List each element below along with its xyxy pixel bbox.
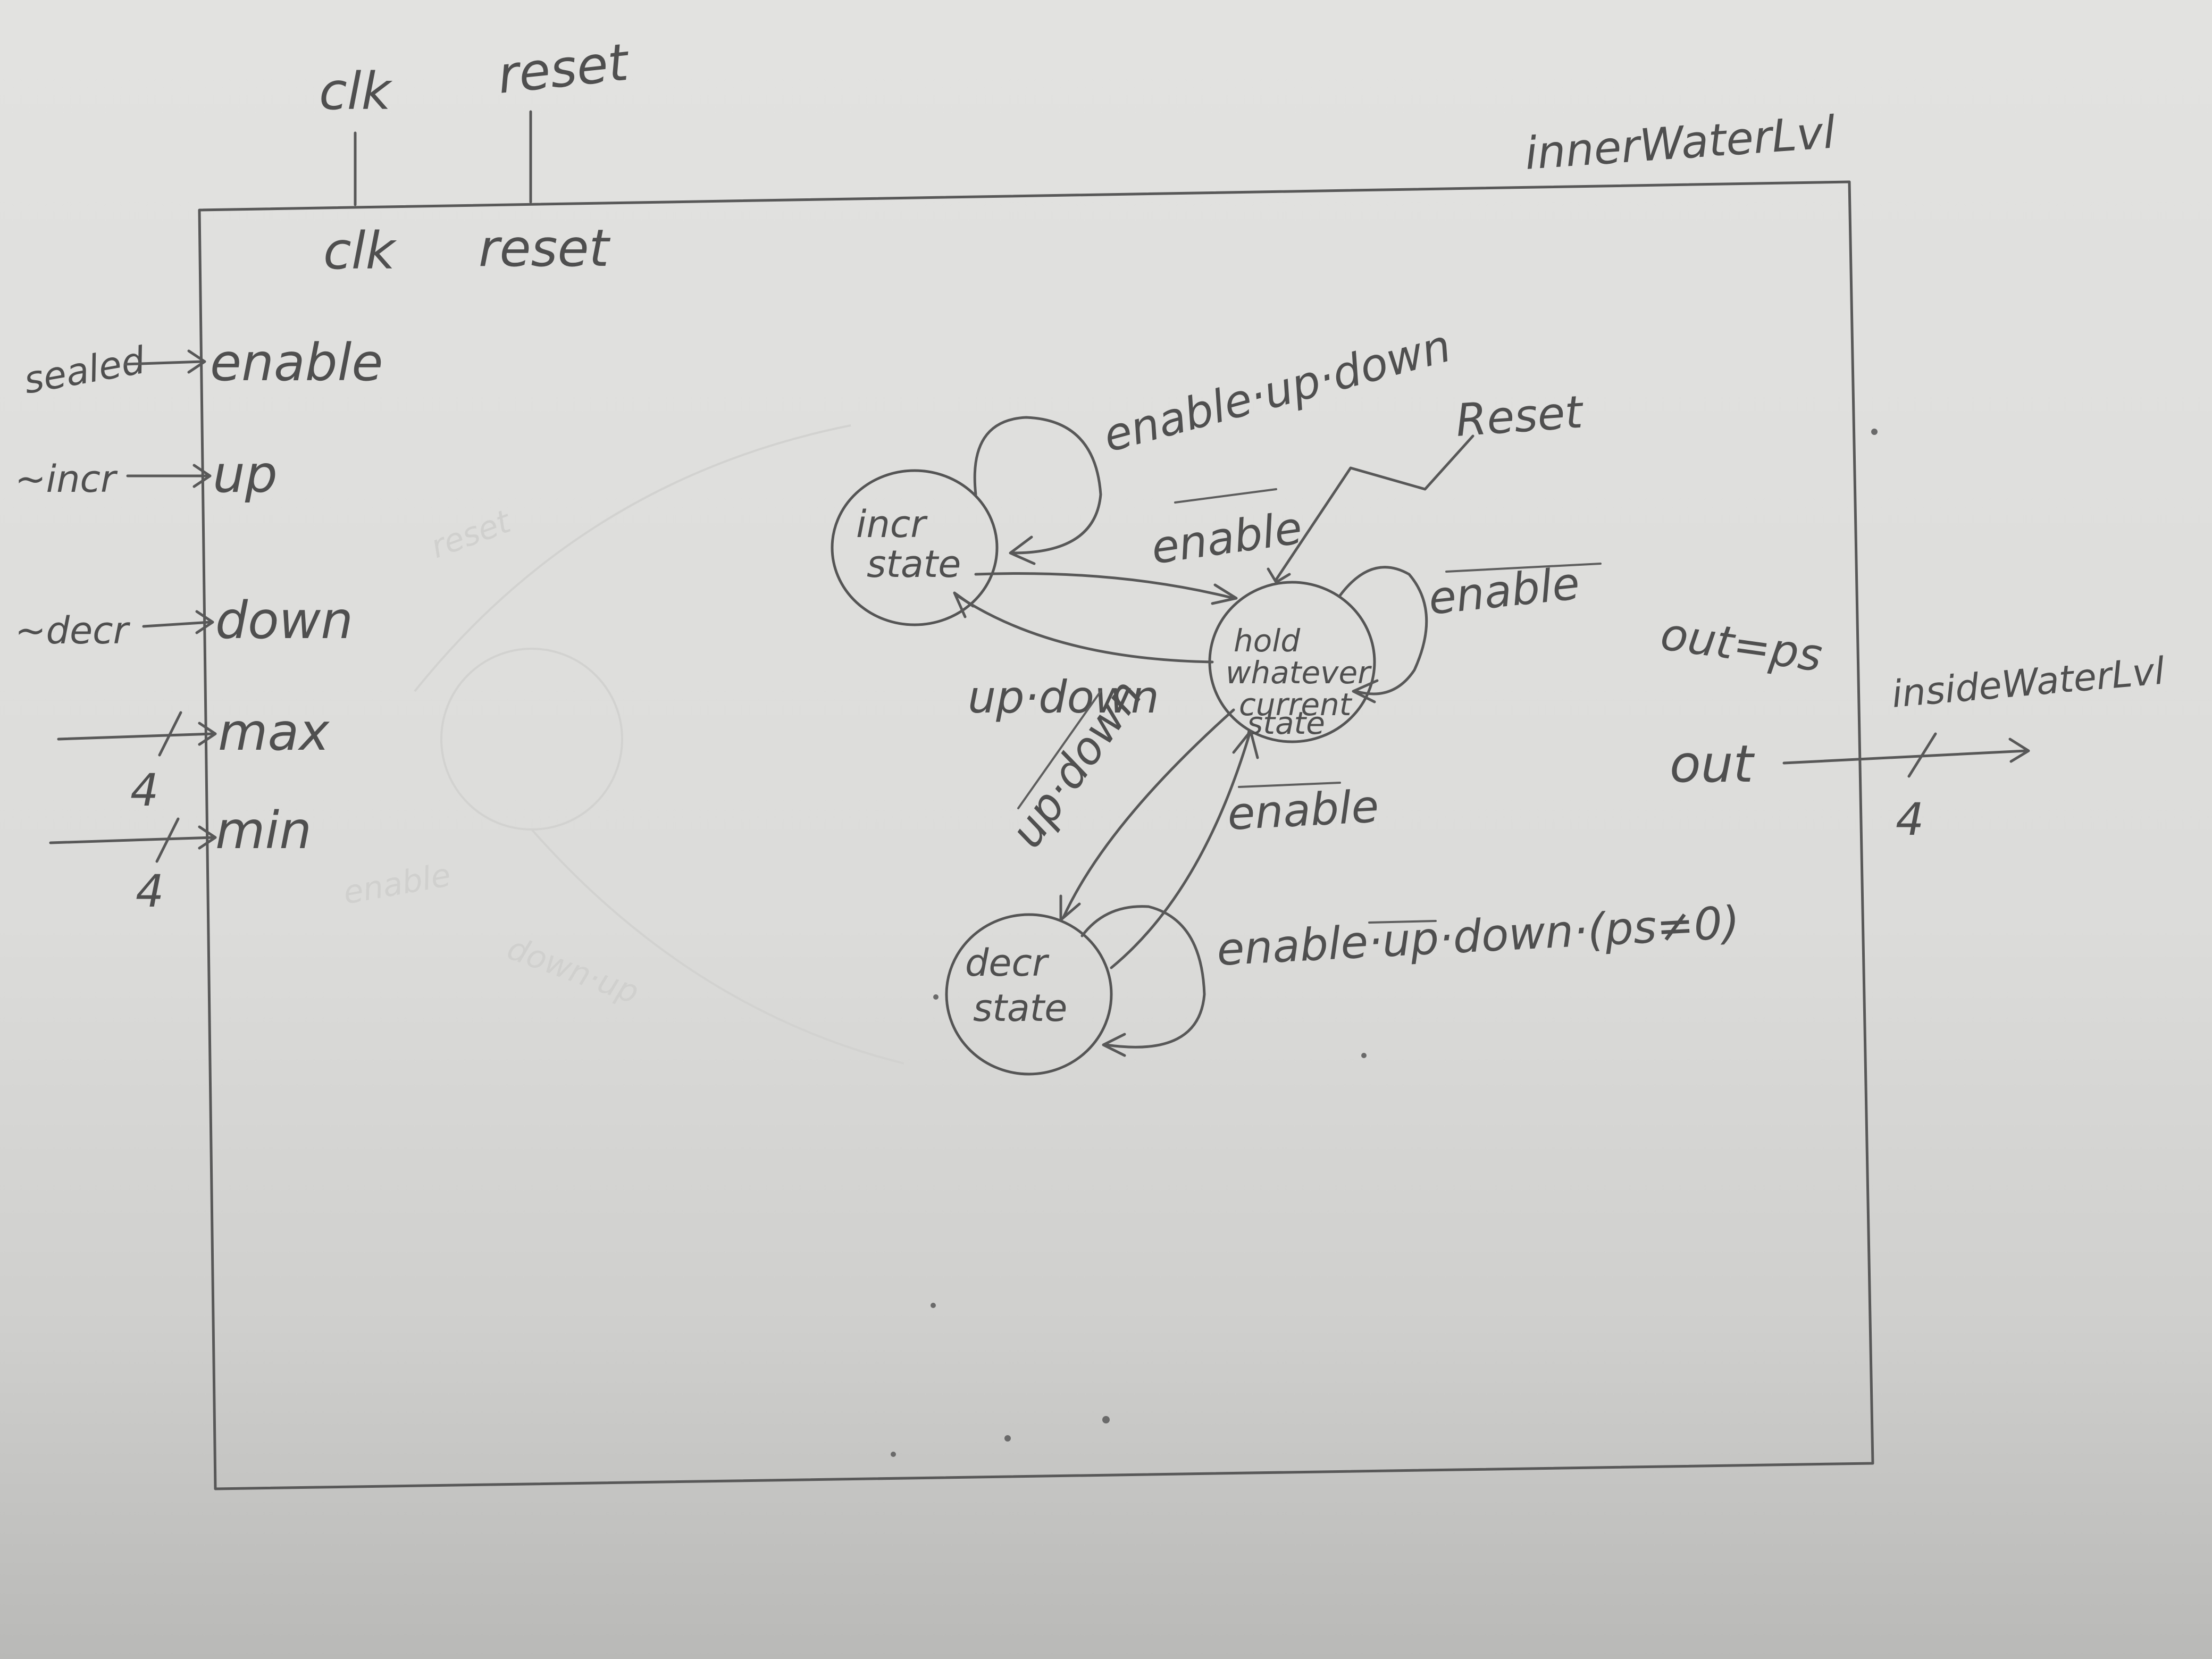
hold-self-arrow-icon [1352, 679, 1379, 703]
hold-self-loop [1338, 566, 1428, 696]
sealed-wire [123, 360, 204, 366]
incr-arrow-icon [192, 464, 212, 488]
state-hold: hold whatever current state [1208, 581, 1376, 743]
paper-specks [891, 429, 1878, 1457]
label-hold-to-incr: enable [1148, 501, 1305, 574]
state-machine: incr state hold whatever current state d… [831, 320, 1741, 1076]
svg-text:hold: hold [1234, 623, 1301, 659]
state-incr: incr state [831, 469, 999, 626]
label-incr-to-hold: up·down [968, 671, 1159, 723]
erased-sketch: reset enable down·up [340, 424, 904, 1065]
overbar-hold-to-decr [1017, 690, 1102, 809]
edge-hold-to-incr [956, 594, 1214, 664]
external-decr-label: ~decr [15, 609, 131, 652]
svg-text:decr: decr [965, 941, 1050, 985]
port-down-label: down [215, 591, 353, 650]
edge-hold-to-decr [1062, 708, 1235, 919]
out-bus-slash [1907, 732, 1937, 778]
max-arrow-icon [198, 722, 217, 746]
edge-hold-to-decr-arrow-icon [1059, 894, 1081, 921]
module-name: innerWaterLvl [1523, 106, 1837, 180]
max-bus-width: 4 [130, 764, 158, 816]
port-min-label: min [215, 801, 312, 860]
overbar-decr-to-hold [1238, 782, 1341, 788]
label-hold-self: enable [1426, 557, 1582, 625]
port-max-label: max [218, 702, 330, 762]
incr-self-loop [973, 416, 1102, 555]
external-clk-label: clk [319, 62, 392, 121]
out-bus-width: 4 [1896, 793, 1924, 845]
label-incr-self: enable·up·down [1098, 320, 1456, 462]
output-equation: out=ps [1657, 608, 1825, 682]
svg-text:whatever: whatever [1226, 655, 1372, 691]
min-bus-slash [155, 817, 180, 863]
decr-arrow-icon [195, 610, 214, 634]
incr-self-arrow-icon [1009, 535, 1036, 565]
left-inputs: sealed enable ~incr up ~decr down 4 max … [15, 333, 383, 917]
edge-incr-to-hold-arrow-icon [1211, 583, 1238, 605]
top-signals: clk reset clk reset [319, 32, 633, 281]
label-decr-to-hold: enable [1226, 780, 1380, 840]
svg-text:down·up: down·up [502, 929, 644, 1011]
port-clk-label: clk [323, 221, 397, 281]
overbar-decr-self-up [1368, 920, 1437, 924]
svg-text:state: state [973, 986, 1067, 1030]
max-bus-slash [158, 711, 182, 757]
decr-self-loop [1080, 905, 1206, 1049]
decr-wire [142, 621, 212, 628]
min-arrow-icon [198, 825, 217, 850]
edge-incr-to-hold [974, 572, 1235, 600]
label-reset: Reset [1454, 386, 1586, 447]
overbar-hold-self [1445, 563, 1602, 573]
overbar-hold-to-incr [1174, 488, 1277, 504]
svg-text:enable: enable [340, 857, 453, 912]
external-incr-label: ~incr [15, 457, 118, 501]
max-wire [57, 732, 214, 741]
svg-text:state: state [1247, 705, 1325, 741]
port-reset-label: reset [479, 219, 611, 278]
svg-text:incr: incr [856, 502, 928, 546]
port-up-label: up [213, 445, 278, 504]
min-wire [49, 836, 214, 844]
edge-hold-to-incr-arrow-icon [953, 591, 975, 618]
sealed-arrow-icon [187, 349, 206, 374]
port-out-label: out [1670, 734, 1755, 794]
edge-decr-to-hold-arrow-icon [1232, 730, 1259, 759]
reset-arrow-head-icon [1267, 567, 1291, 584]
edge-decr-to-hold [1110, 732, 1251, 969]
state-decr: decr state [945, 913, 1113, 1076]
svg-text:current: current [1239, 686, 1353, 723]
out-arrow-icon [2008, 738, 2030, 763]
out-wire [1782, 749, 2027, 765]
svg-text:reset: reset [426, 502, 516, 566]
decr-self-arrow-icon [1102, 1033, 1126, 1057]
port-enable-label: enable [210, 333, 383, 392]
external-sealed-label: sealed [21, 338, 149, 403]
external-reset-label: reset [495, 32, 633, 105]
min-bus-width: 4 [136, 865, 164, 917]
reset-arrow [1275, 434, 1474, 581]
module-box [198, 180, 1874, 1490]
external-inside-water-label: insideWaterLvl [1890, 649, 2166, 716]
right-output: out=ps out 4 insideWaterLvl [1657, 608, 2167, 845]
svg-text:state: state [867, 542, 961, 586]
label-decr-self: enable·up·down·(ps≠0) [1216, 896, 1741, 976]
